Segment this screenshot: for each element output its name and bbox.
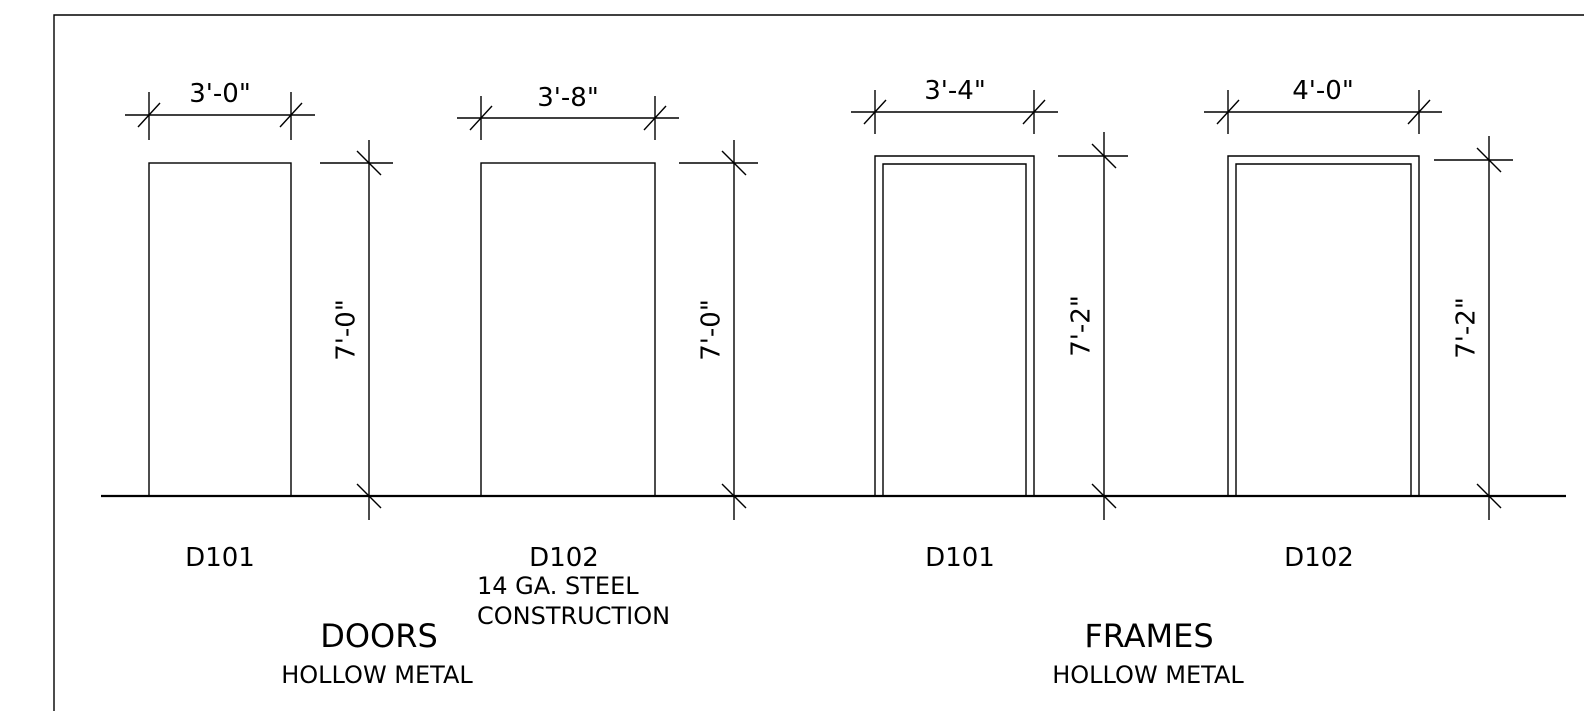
door-d101-elevation: 3'-0" 7'-0" D101 xyxy=(125,79,393,573)
door-d101-height-label: 7'-0" xyxy=(332,299,362,361)
frame-d102-width-label: 4'-0" xyxy=(1292,76,1354,106)
frame-d102-outer xyxy=(1227,155,1420,496)
door-d102-elevation: 3'-8" 7'-0" D102 14 GA. STEEL CONSTRUCTI… xyxy=(457,83,758,630)
door-d101-tag: D101 xyxy=(185,543,255,573)
frame-d101-width-label: 3'-4" xyxy=(924,76,986,106)
door-d102-note-line2: CONSTRUCTION xyxy=(477,602,670,630)
door-d101-width-label: 3'-0" xyxy=(189,79,251,109)
door-d102-height-label: 7'-0" xyxy=(697,299,727,361)
door-d102-note-line1: 14 GA. STEEL xyxy=(477,572,639,600)
frame-d101-tag: D101 xyxy=(925,543,995,573)
frame-d101-height-label: 7'-2" xyxy=(1067,295,1097,357)
frame-d102-height-label: 7'-2" xyxy=(1452,297,1482,359)
frame-d102-elevation: 4'-0" 7'-2" D102 xyxy=(1204,76,1513,573)
frame-d102-inner xyxy=(1235,163,1412,496)
frame-d101-outer xyxy=(874,155,1035,496)
door-d101-outline xyxy=(148,162,292,497)
doors-heading: DOORS xyxy=(320,617,438,655)
sheet-border xyxy=(53,14,1584,711)
frame-d101-elevation: 3'-4" 7'-2" D101 xyxy=(851,76,1128,573)
frames-subheading: HOLLOW METAL xyxy=(1052,661,1244,689)
door-d102-width-label: 3'-8" xyxy=(537,83,599,113)
door-d102-outline xyxy=(480,162,656,497)
door-d102-tag: D102 xyxy=(529,543,599,573)
frame-d102-tag: D102 xyxy=(1284,543,1354,573)
frame-d101-inner xyxy=(882,163,1027,496)
doors-subheading: HOLLOW METAL xyxy=(281,661,473,689)
frames-heading: FRAMES xyxy=(1084,617,1213,655)
